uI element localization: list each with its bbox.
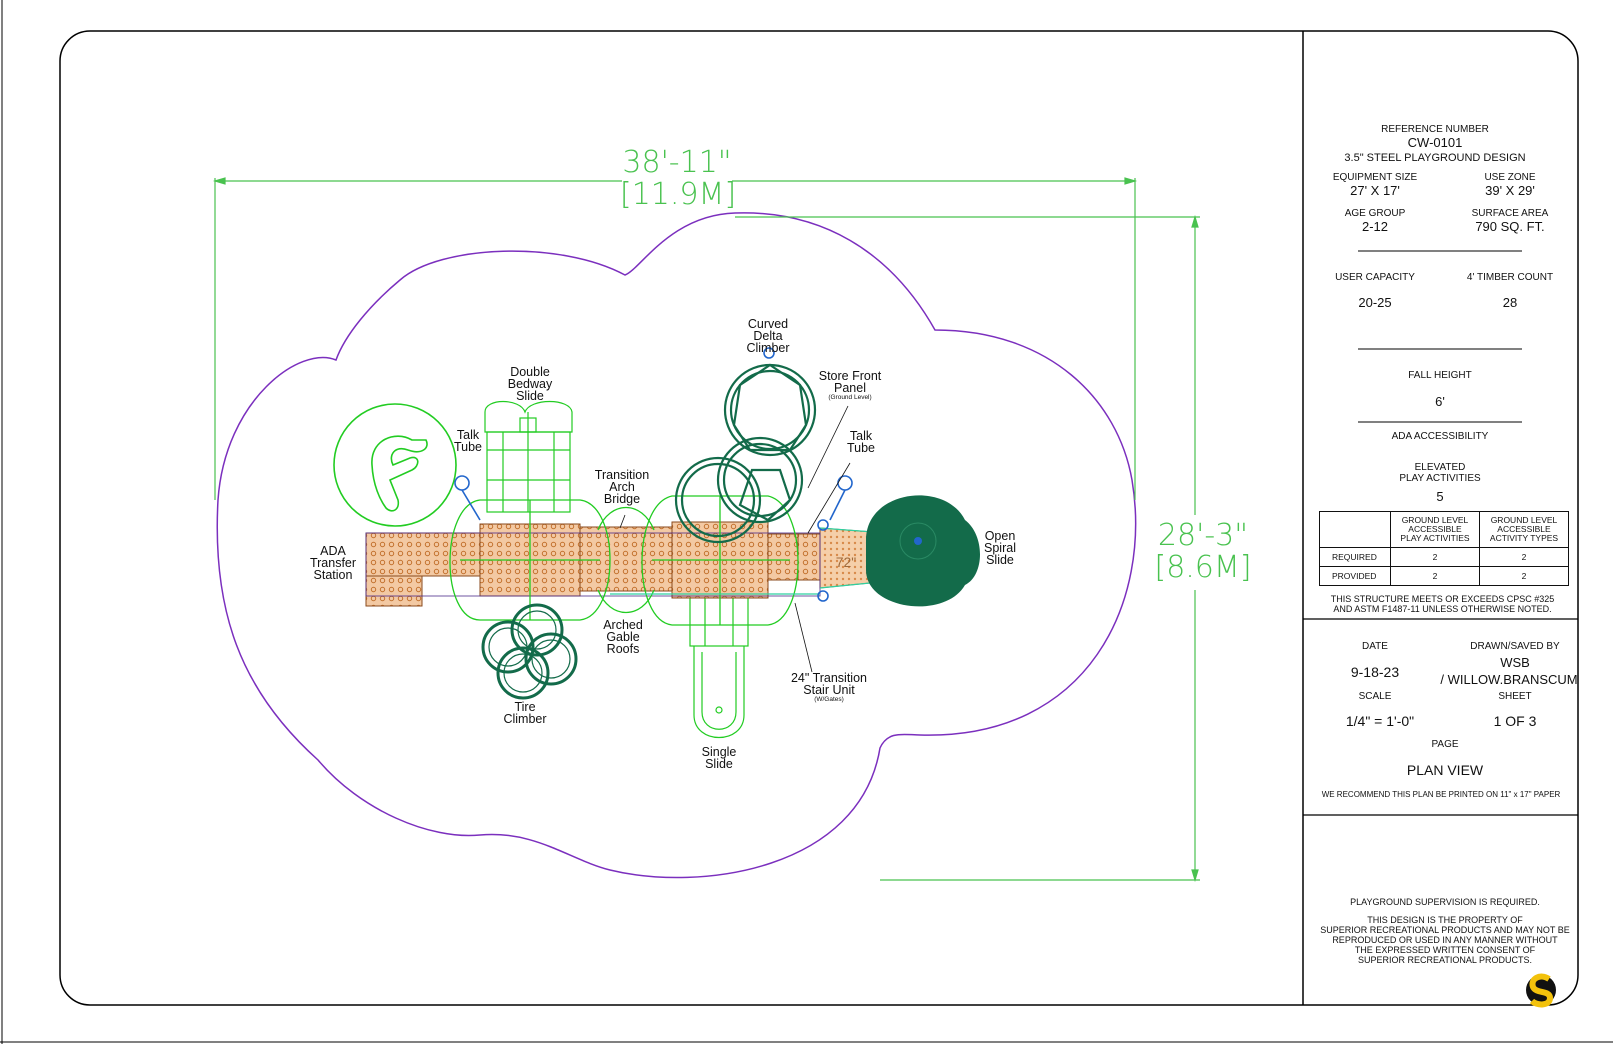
page-value: PLAN VIEW: [1406, 762, 1484, 778]
elevated-label-2: PLAY ACTIVITIES: [1399, 473, 1481, 484]
table-row: REQUIRED 2 2: [1319, 547, 1569, 567]
supervision-note: PLAYGROUND SUPERVISION IS REQUIRED.: [1350, 897, 1540, 907]
timber-count-label: 4' TIMBER COUNT: [1466, 272, 1554, 283]
depth-dimension-ft: 28'-3": [1157, 518, 1249, 553]
ada-row-required-b: 2: [1479, 547, 1569, 567]
drawing-border: [59, 30, 1579, 1006]
date-label: DATE: [1362, 641, 1388, 652]
arched-gable-roofs: [449, 495, 901, 626]
timber-count: 28: [1502, 295, 1518, 310]
tire-climber: [481, 603, 578, 700]
print-note: WE RECOMMEND THIS PLAN BE PRINTED ON 11"…: [1321, 790, 1561, 799]
fall-height-label: FALL HEIGHT: [1408, 370, 1472, 381]
ada-accessibility-label: ADA ACCESSIBILITY: [1391, 431, 1489, 442]
use-zone-boundary: [216, 212, 1137, 879]
reference-number-label: REFERENCE NUMBER: [1381, 124, 1489, 135]
sheet-label: SHEET: [1498, 691, 1532, 702]
sheet-value: 1 OF 3: [1493, 713, 1537, 729]
page-label: PAGE: [1431, 739, 1459, 750]
width-dimension-ft: 38'-11": [622, 145, 732, 180]
ada-row-provided-label: PROVIDED: [1319, 566, 1391, 586]
compliance-note-1: THIS STRUCTURE MEETS OR EXCEEDS CPSC #32…: [1330, 594, 1555, 604]
elevated-value: 5: [1436, 489, 1444, 504]
depth-dimension: [735, 214, 1200, 883]
scale-value: 1/4" = 1'-0": [1345, 713, 1415, 729]
single-slide: [689, 589, 749, 738]
table-row: PROVIDED 2 2: [1319, 566, 1569, 586]
surface-area: 790 SQ. FT.: [1475, 219, 1545, 234]
compliance-note-2: AND ASTM F1487-11 UNLESS OTHERWISE NOTED…: [1333, 604, 1552, 614]
elevated-label-1: ELEVATED: [1414, 462, 1466, 473]
width-dimension-m: [11.9M]: [620, 177, 737, 212]
age-group: 2-12: [1361, 219, 1389, 234]
property-note-1: THIS DESIGN IS THE PROPERTY OF: [1367, 915, 1523, 925]
surface-area-label: SURFACE AREA: [1471, 208, 1549, 219]
use-zone-label: USE ZONE: [1484, 172, 1536, 183]
depth-dimension-m: [8.6M]: [1154, 550, 1252, 585]
drawn-by-1: WSB: [1500, 655, 1530, 670]
drawn-by-label: DRAWN/SAVED BY: [1470, 641, 1560, 652]
date-value: 9-18-23: [1350, 664, 1400, 680]
ada-row-provided-b: 2: [1479, 566, 1569, 586]
reference-number: CW-0101: [1407, 135, 1463, 150]
property-note-4: THE EXPRESSED WRITTEN CONSENT OF: [1354, 945, 1536, 955]
cf-watermark-icon: [333, 403, 457, 527]
design-name: 3.5" STEEL PLAYGROUND DESIGN: [1344, 152, 1526, 164]
ada-row-provided-a: 2: [1390, 566, 1480, 586]
fall-height: 6': [1435, 394, 1445, 409]
property-note-5: SUPERIOR RECREATIONAL PRODUCTS.: [1357, 955, 1533, 965]
property-note-2: SUPERIOR RECREATIONAL PRODUCTS AND MAY N…: [1320, 925, 1570, 935]
superior-s-logo-icon: [1526, 973, 1556, 1008]
equipment-size-label: EQUIPMENT SIZE: [1332, 172, 1418, 183]
ada-row-required-a: 2: [1390, 547, 1480, 567]
drawn-by-2: / WILLOW.BRANSCUM: [1440, 672, 1578, 687]
user-capacity-label: USER CAPACITY: [1335, 272, 1415, 283]
property-note-3: REPRODUCED OR USED IN ANY MANNER WITHOUT: [1332, 935, 1558, 945]
width-dimension: [212, 177, 1138, 500]
user-capacity: 20-25: [1358, 295, 1392, 310]
equipment-size: 27' X 17': [1350, 183, 1400, 198]
use-zone: 39' X 29': [1485, 183, 1535, 198]
scale-label: SCALE: [1358, 691, 1392, 702]
curved-delta-climber: [674, 363, 817, 544]
age-group-label: AGE GROUP: [1344, 208, 1406, 219]
open-spiral-slide: [866, 495, 980, 607]
double-bedway-slide: [484, 400, 573, 513]
leader-lines: [619, 405, 851, 673]
ada-table-corner: [1319, 511, 1391, 548]
label-deck-72: 72": [835, 554, 857, 570]
ada-row-required-label: REQUIRED: [1319, 547, 1391, 567]
